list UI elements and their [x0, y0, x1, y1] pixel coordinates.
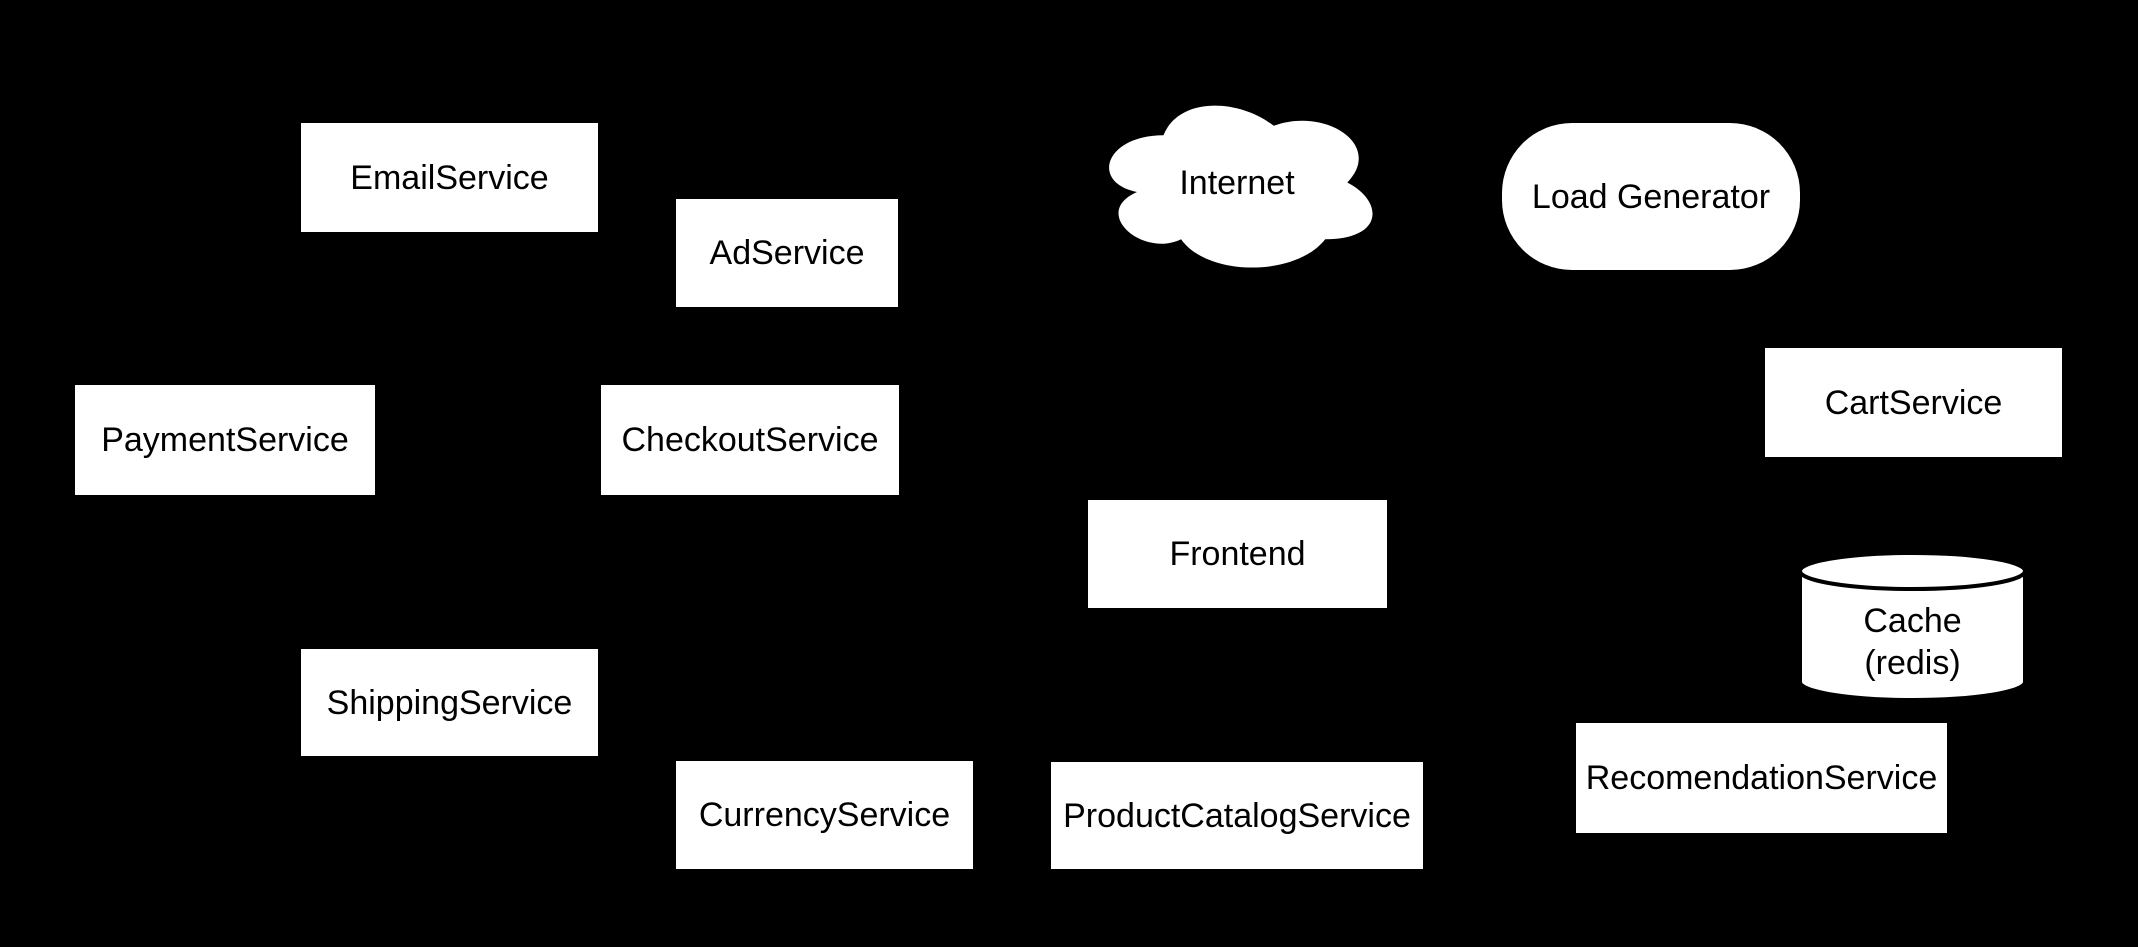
- cloud-icon: [1109, 105, 1373, 268]
- node-currency-service: CurrencyService: [676, 761, 973, 869]
- node-ad-service: AdService: [676, 199, 898, 307]
- database-cylinder-icon: [1800, 553, 2025, 700]
- node-label: CurrencyService: [698, 796, 951, 834]
- node-label: EmailService: [350, 158, 549, 197]
- node-label: RecomendationService: [1585, 759, 1938, 797]
- node-product-catalog-service: ProductCatalogService: [1051, 762, 1423, 869]
- node-recomendation-service: RecomendationService: [1576, 723, 1947, 833]
- node-label: Load Generator: [1531, 177, 1771, 216]
- node-load-generator: Load Generator: [1502, 123, 1800, 270]
- node-checkout-service: CheckoutService: [601, 385, 899, 495]
- node-label-line: Cache: [1863, 601, 1962, 640]
- node-label: Cache(redis): [1863, 570, 1961, 684]
- node-frontend: Frontend: [1088, 500, 1387, 608]
- node-label-line: (redis): [1864, 643, 1961, 682]
- node-label: CartService: [1824, 383, 2003, 422]
- node-label: AdService: [709, 234, 865, 272]
- node-label: ShippingService: [326, 683, 573, 722]
- node-cache-redis: Cache(redis): [1800, 553, 2025, 700]
- node-cart-service: CartService: [1765, 348, 2062, 457]
- node-label: Internet: [1179, 163, 1295, 202]
- node-label: Frontend: [1169, 535, 1306, 573]
- node-payment-service: PaymentService: [75, 385, 375, 495]
- node-internet: Internet: [1090, 88, 1384, 277]
- node-shipping-service: ShippingService: [301, 649, 598, 756]
- node-label: ProductCatalogService: [1063, 796, 1411, 835]
- node-label: CheckoutService: [621, 421, 879, 459]
- node-email-service: EmailService: [301, 123, 598, 232]
- node-label: PaymentService: [101, 421, 349, 459]
